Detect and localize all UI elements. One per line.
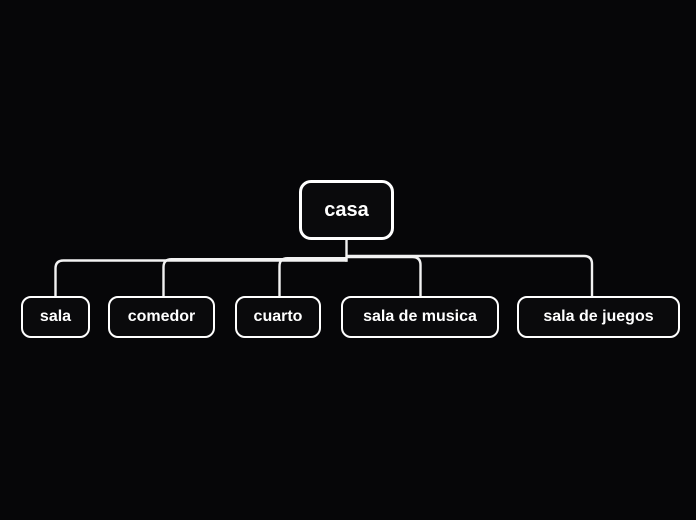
- node-cuarto[interactable]: cuarto: [235, 296, 321, 338]
- connector-casa-sala-de-juegos: [346, 254, 594, 297]
- connector-casa-comedor: [162, 258, 347, 297]
- node-sala-de-musica-label: sala de musica: [363, 308, 477, 325]
- node-cuarto-label: cuarto: [253, 308, 303, 325]
- node-casa-label: casa: [324, 198, 369, 221]
- node-sala-de-musica[interactable]: sala de musica: [341, 296, 499, 338]
- node-sala-label: sala: [39, 308, 72, 325]
- node-comedor-label: comedor: [127, 308, 196, 325]
- node-sala-de-juegos[interactable]: sala de juegos: [517, 296, 680, 338]
- node-sala[interactable]: sala: [21, 296, 90, 338]
- connector-casa-cuarto: [278, 257, 347, 297]
- connector-casa-sala-de-musica: [346, 255, 422, 297]
- node-casa[interactable]: casa: [299, 180, 394, 240]
- node-comedor[interactable]: comedor: [108, 296, 215, 338]
- connector-casa-sala: [54, 259, 347, 297]
- node-sala-de-juegos-label: sala de juegos: [543, 308, 654, 325]
